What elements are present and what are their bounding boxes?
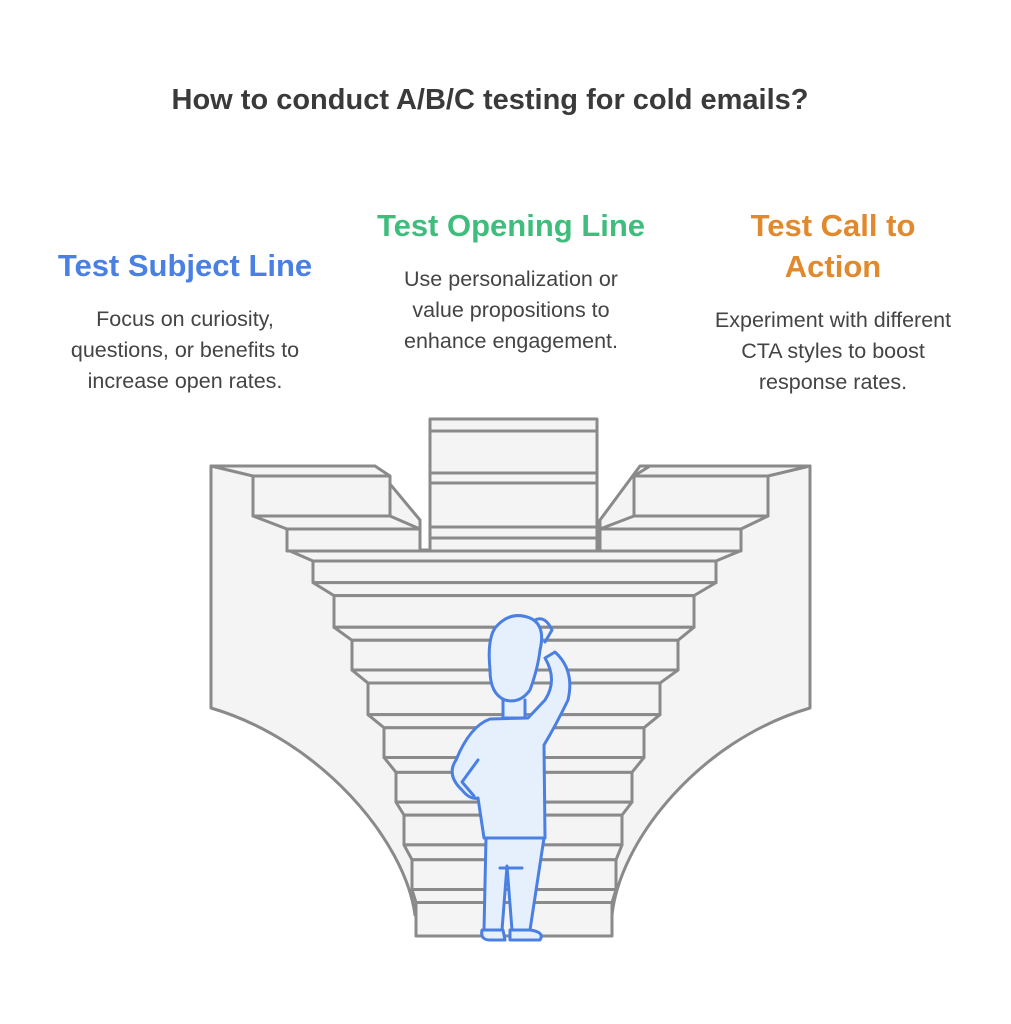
left-upper-step xyxy=(251,474,392,518)
diagram-title: How to conduct A/B/C testing for cold em… xyxy=(171,84,809,116)
person-head xyxy=(487,614,544,703)
person-scratching-head-icon xyxy=(450,614,572,942)
right-lower-step xyxy=(598,527,743,553)
right-upper-step xyxy=(632,474,770,518)
item-subject-line: Test Subject Line Focus on curiosity, qu… xyxy=(40,245,330,397)
person-torso xyxy=(450,650,572,840)
step-tread xyxy=(311,581,718,598)
center-tower xyxy=(428,417,599,553)
person-neck xyxy=(501,698,527,720)
item-opening-line: Test Opening Line Use personalization or… xyxy=(365,205,657,357)
item-heading: Test Subject Line xyxy=(57,248,313,283)
item-description: Focus on curiosity, questions, or benefi… xyxy=(70,307,300,393)
item-description: Experiment with different CTA styles to … xyxy=(714,308,952,394)
person-feet xyxy=(480,928,543,942)
item-call-to-action: Test Call to Action Experiment with diff… xyxy=(702,205,964,398)
left-lower-step xyxy=(285,527,422,553)
item-heading: Test Opening Line xyxy=(376,208,646,243)
step xyxy=(311,559,718,585)
item-description: Use personalization or value proposition… xyxy=(404,267,618,353)
item-heading: Test Call to Action xyxy=(750,208,916,284)
